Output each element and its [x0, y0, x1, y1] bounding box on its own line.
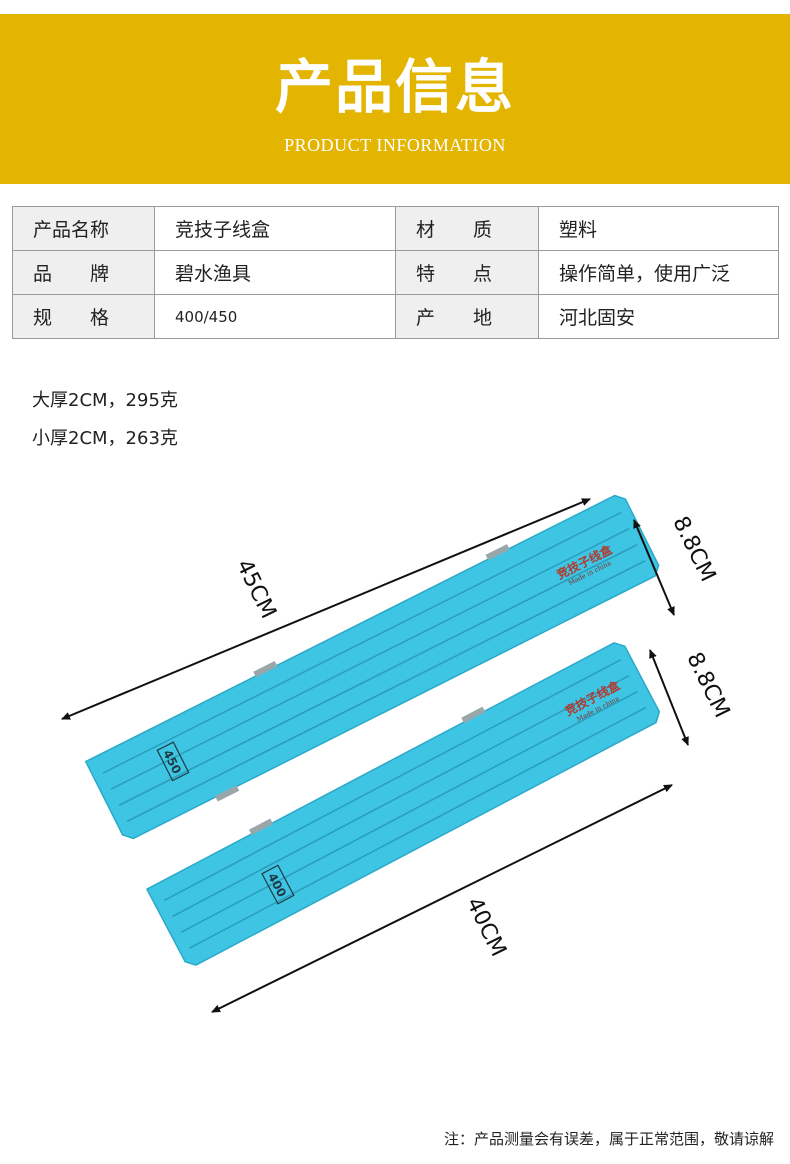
product-figure: 450 竞技子线盒 Made in china 400 竞技子线盒 Made i…	[61, 494, 734, 1013]
spec-label: 特 点	[395, 250, 539, 295]
large-length-arrow	[61, 498, 591, 720]
weight-notes: 大厚2CM，295克 小厚2CM，263克	[32, 382, 178, 458]
page-title: 产品信息	[274, 53, 515, 121]
small-length-arrow	[211, 784, 673, 1013]
header-banner: 产品信息 PRODUCT INFORMATION	[0, 14, 790, 184]
large-length-label: 45CM	[231, 556, 281, 623]
small-length-label: 40CM	[461, 894, 511, 961]
spec-label: 规 格	[12, 294, 155, 339]
spec-table: 产品名称 竞技子线盒 材 质 塑料 品 牌 碧水渔具 特 点 操作简单，使用广泛…	[12, 206, 779, 339]
weight-small: 小厚2CM，263克	[32, 428, 178, 449]
large-width-arrow	[633, 519, 675, 616]
spec-value: 河北固安	[538, 294, 779, 339]
large-width-label: 8.8CM	[667, 513, 720, 586]
spec-label: 材 质	[395, 206, 539, 251]
spec-value: 碧水渔具	[154, 250, 396, 295]
spec-value: 400/450	[154, 294, 396, 339]
spec-label: 产品名称	[12, 206, 155, 251]
table-row: 产品名称 竞技子线盒 材 质 塑料	[12, 206, 779, 251]
spec-label: 品 牌	[12, 250, 155, 295]
table-row: 品 牌 碧水渔具 特 点 操作简单，使用广泛	[12, 250, 779, 295]
spec-value: 竞技子线盒	[154, 206, 396, 251]
spec-label: 产 地	[395, 294, 539, 339]
spec-value: 操作简单，使用广泛	[538, 250, 779, 295]
footer-note: 注：产品测量会有误差，属于正常范围，敬请谅解	[443, 1130, 774, 1148]
small-width-arrow	[649, 649, 689, 746]
spec-value: 塑料	[538, 206, 779, 251]
weight-large: 大厚2CM，295克	[32, 390, 178, 411]
small-width-label: 8.8CM	[681, 649, 734, 722]
page-subtitle: PRODUCT INFORMATION	[284, 135, 506, 155]
table-row: 规 格 400/450 产 地 河北固安	[12, 294, 779, 339]
